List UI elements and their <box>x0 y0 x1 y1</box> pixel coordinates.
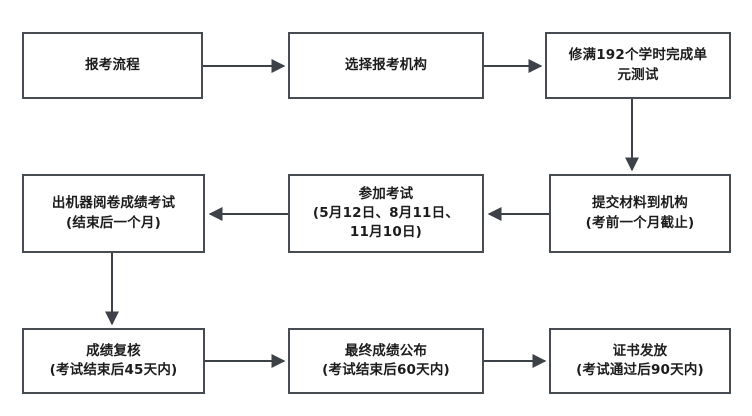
node-credit-hours[interactable]: 修满192个学时完成单 元测试 <box>545 32 731 99</box>
node-take-exam[interactable]: 参加考试 (5月12日、8月11日、 11月10日) <box>288 174 484 253</box>
node-label: 报考流程 <box>85 56 140 73</box>
node-label: 成绩复核 (考试结束后45天内) <box>49 342 178 378</box>
node-score-review[interactable]: 成绩复核 (考试结束后45天内) <box>22 328 205 394</box>
node-select-org[interactable]: 选择报考机构 <box>288 32 484 99</box>
node-final-score[interactable]: 最终成绩公布 (考试结束后60天内) <box>288 328 484 394</box>
node-certificate[interactable]: 证书发放 (考试通过后90天内) <box>549 328 731 394</box>
node-label: 选择报考机构 <box>344 56 428 73</box>
node-label: 修满192个学时完成单 元测试 <box>568 47 708 83</box>
node-label: 最终成绩公布 (考试结束后60天内) <box>322 342 450 378</box>
node-label: 参加考试 (5月12日、8月11日、 11月10日) <box>312 185 460 241</box>
node-label: 证书发放 (考试通过后90天内) <box>576 342 704 378</box>
node-apply-process[interactable]: 报考流程 <box>22 32 203 99</box>
node-label: 出机器阅卷成绩考试 (结束后一个月) <box>51 195 176 231</box>
node-machine-score[interactable]: 出机器阅卷成绩考试 (结束后一个月) <box>22 174 205 253</box>
node-label: 提交材料到机构 (考前一个月截止) <box>585 195 695 231</box>
node-submit-material[interactable]: 提交材料到机构 (考前一个月截止) <box>549 174 731 253</box>
